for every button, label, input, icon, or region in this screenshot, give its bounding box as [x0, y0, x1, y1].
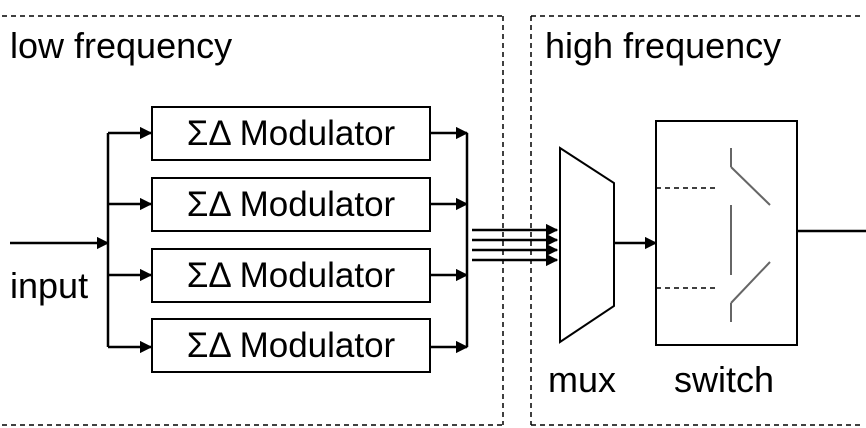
mux-label: mux — [548, 359, 617, 400]
modulator-label: ΣΔ Modulator — [186, 113, 396, 153]
switch-block — [655, 120, 798, 346]
switch-symbol — [656, 148, 771, 322]
switch-blade-upper-diag — [730, 166, 771, 206]
mux-block — [559, 146, 615, 344]
low-frequency-label: low frequency — [10, 25, 233, 66]
input-fanout — [10, 126, 153, 354]
input-label: input — [10, 265, 89, 306]
modulator-label: ΣΔ Modulator — [186, 325, 396, 365]
modulator-label: ΣΔ Modulator — [186, 255, 396, 295]
modulator-box-1: ΣΔ Modulator — [151, 106, 431, 161]
switch-label: switch — [674, 359, 775, 400]
mux-input-bus — [472, 223, 559, 267]
modulator-outputs — [431, 126, 469, 354]
region-boundaries — [2, 15, 864, 426]
modulator-box-3: ΣΔ Modulator — [151, 248, 431, 303]
modulator-box-4: ΣΔ Modulator — [151, 318, 431, 373]
modulator-box-2: ΣΔ Modulator — [151, 177, 431, 232]
high-frequency-label: high frequency — [545, 25, 782, 66]
modulator-label: ΣΔ Modulator — [186, 184, 396, 224]
switch-blade-lower-diag — [730, 261, 771, 304]
